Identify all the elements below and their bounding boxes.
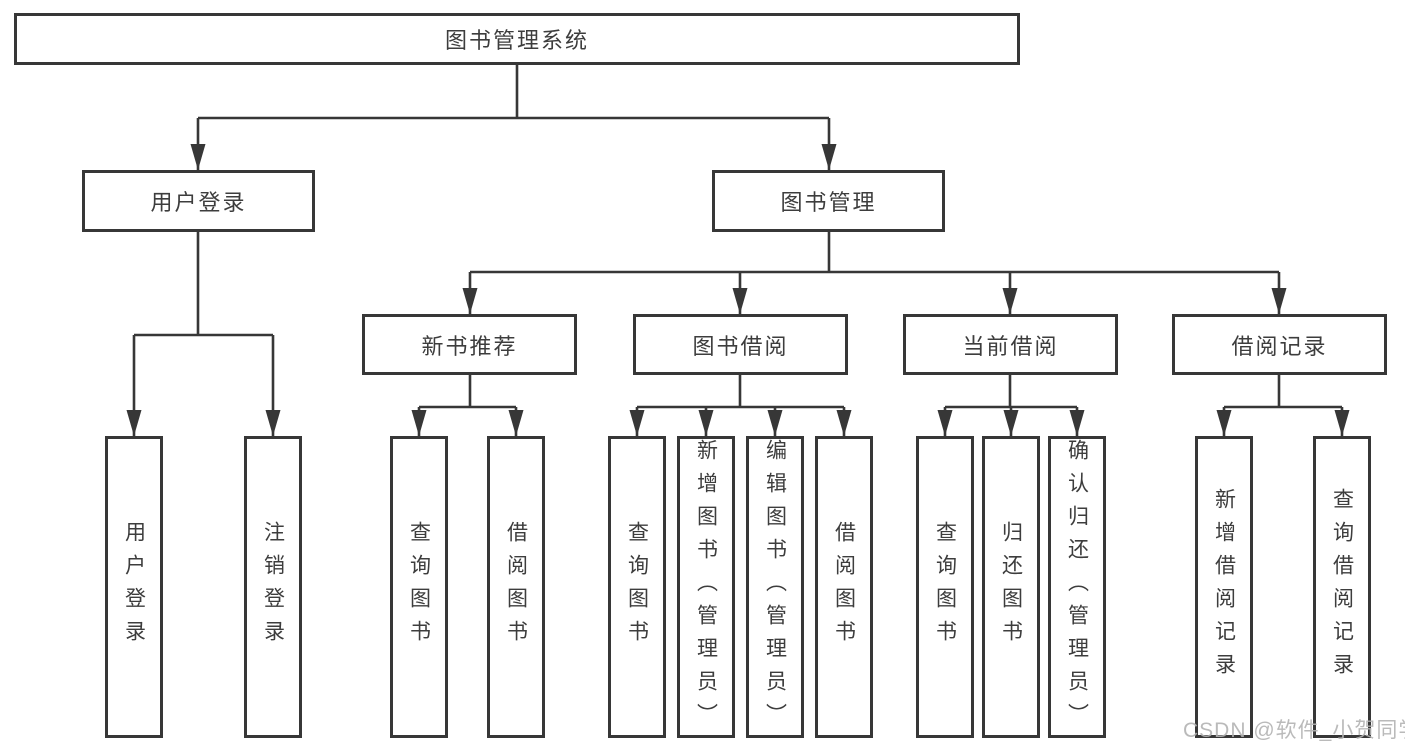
node-user-login: 用户登录 xyxy=(82,170,315,232)
leaf-borrow-books-1-label: 借阅图书 xyxy=(504,521,528,653)
leaf-add-book-admin: 新增图书（管理员） xyxy=(677,436,735,738)
leaf-user-login: 用户登录 xyxy=(105,436,163,738)
leaf-query-borrow-record-label: 查询借阅记录 xyxy=(1330,488,1354,686)
node-current-borrow-label: 当前借阅 xyxy=(962,333,1059,359)
leaf-logout: 注销登录 xyxy=(244,436,302,738)
node-root-label: 图书管理系统 xyxy=(444,28,589,53)
leaf-confirm-return-admin-label: 确认归还（管理员） xyxy=(1065,438,1089,736)
leaf-logout-label: 注销登录 xyxy=(261,521,285,653)
node-new-book-recommend-label: 新书推荐 xyxy=(421,333,518,359)
node-current-borrow: 当前借阅 xyxy=(903,314,1118,375)
leaf-edit-book-admin: 编辑图书（管理员） xyxy=(746,436,804,738)
leaf-query-borrow-record: 查询借阅记录 xyxy=(1313,436,1371,738)
leaf-return-book: 归还图书 xyxy=(982,436,1040,738)
leaf-borrow-books-2: 借阅图书 xyxy=(815,436,873,738)
leaf-query-books-1-label: 查询图书 xyxy=(407,521,431,653)
leaf-add-borrow-record: 新增借阅记录 xyxy=(1195,436,1253,738)
leaf-edit-book-admin-label: 编辑图书（管理员） xyxy=(763,438,787,736)
leaf-query-books-2-label: 查询图书 xyxy=(625,521,649,653)
leaf-confirm-return-admin: 确认归还（管理员） xyxy=(1048,436,1106,738)
node-borrow-records-label: 借阅记录 xyxy=(1231,333,1328,359)
leaf-query-books-3-label: 查询图书 xyxy=(933,521,957,653)
node-book-borrow-label: 图书借阅 xyxy=(692,333,789,359)
connector-rails xyxy=(134,65,1342,409)
leaf-return-book-label: 归还图书 xyxy=(999,521,1023,653)
watermark: CSDN @软件_小贺同学 xyxy=(1183,719,1405,742)
node-book-management-label: 图书管理 xyxy=(780,190,877,215)
leaf-query-books-1: 查询图书 xyxy=(390,436,448,738)
node-book-management: 图书管理 xyxy=(712,170,945,232)
leaf-add-borrow-record-label: 新增借阅记录 xyxy=(1212,488,1236,686)
node-new-book-recommend: 新书推荐 xyxy=(362,314,577,375)
node-book-borrow: 图书借阅 xyxy=(633,314,848,375)
node-user-login-label: 用户登录 xyxy=(150,190,247,215)
leaf-user-login-label: 用户登录 xyxy=(122,521,146,653)
leaf-add-book-admin-label: 新增图书（管理员） xyxy=(694,438,718,736)
leaf-query-books-3: 查询图书 xyxy=(916,436,974,738)
node-root: 图书管理系统 xyxy=(14,13,1020,65)
leaf-borrow-books-2-label: 借阅图书 xyxy=(832,521,856,653)
leaf-query-books-2: 查询图书 xyxy=(608,436,666,738)
node-borrow-records: 借阅记录 xyxy=(1172,314,1387,375)
leaf-borrow-books-1: 借阅图书 xyxy=(487,436,545,738)
